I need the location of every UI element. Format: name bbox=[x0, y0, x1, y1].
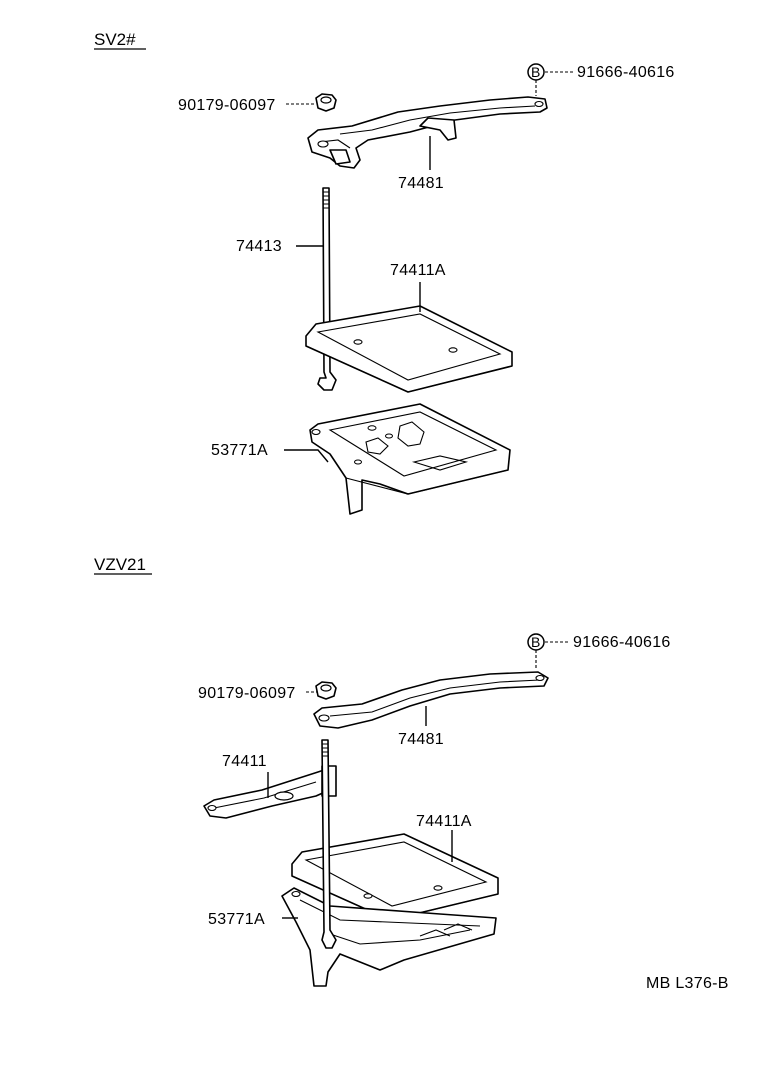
carrier-part-number: 53771A bbox=[211, 442, 268, 459]
tray-part-number: 74411A bbox=[390, 262, 446, 279]
rod-part-number: 74413 bbox=[236, 238, 282, 255]
bracket-part-number: 74411 bbox=[222, 753, 267, 770]
battery-tray-icon bbox=[305, 305, 513, 393]
carrier-part-number: 53771A bbox=[208, 911, 265, 928]
clamp-part-number: 74481 bbox=[398, 731, 444, 748]
section-vzv21: VZV21 B 91666-40616 90179-06097 74481 bbox=[94, 555, 671, 987]
battery-clamp-icon bbox=[313, 671, 549, 729]
bolt-part-number: 91666-40616 bbox=[577, 64, 675, 81]
tray-part-number: 74411A bbox=[416, 813, 472, 830]
battery-clamp-icon bbox=[307, 96, 548, 169]
hold-down-rod-icon bbox=[317, 187, 337, 391]
battery-carrier-icon bbox=[309, 403, 511, 515]
nut-part-number: 90179-06097 bbox=[198, 685, 296, 702]
nut-part-number: 90179-06097 bbox=[178, 97, 276, 114]
section-label-sv2: SV2# bbox=[94, 30, 136, 49]
figure-code: MB L376-B bbox=[646, 975, 729, 992]
bolt-reference-letter: B bbox=[531, 64, 540, 80]
hold-down-rod-icon bbox=[321, 739, 337, 949]
bolt-reference-letter: B bbox=[531, 634, 540, 650]
nut-icon bbox=[315, 93, 337, 112]
clamp-part-number: 74481 bbox=[398, 175, 444, 192]
bolt-reference-icon: B bbox=[527, 633, 569, 668]
nut-icon bbox=[315, 681, 337, 700]
bolt-reference-icon: B bbox=[527, 63, 573, 96]
bolt-part-number: 91666-40616 bbox=[573, 634, 671, 651]
battery-carrier-icon bbox=[281, 887, 497, 987]
section-label-vzv21: VZV21 bbox=[94, 555, 146, 574]
section-sv2: SV2# B 91666-40616 90179-06097 7448 bbox=[94, 30, 675, 515]
battery-bracket-icon bbox=[203, 765, 337, 819]
